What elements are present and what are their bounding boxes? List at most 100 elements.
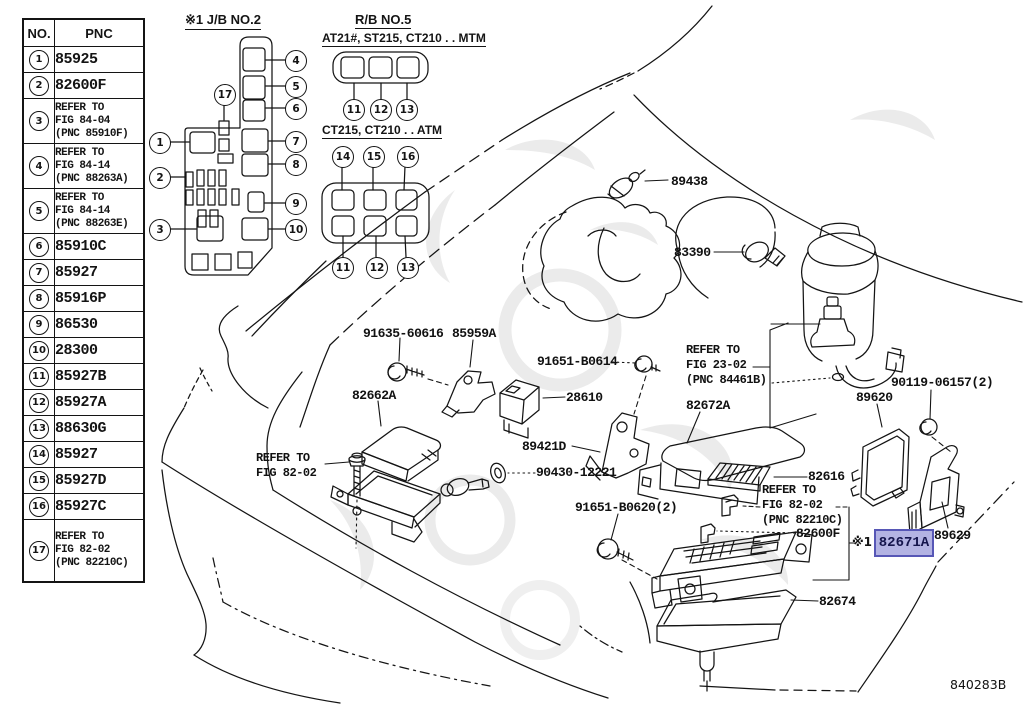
row-number-cell: 13: [22, 415, 55, 442]
note-line: (PNC 84461B): [686, 373, 767, 387]
pnc-value-cell: 82600F: [54, 72, 145, 99]
jb-no2-schematic: [168, 36, 286, 276]
part-label-91635-60616[interactable]: 91635-60616: [363, 326, 444, 341]
cover-82662a-drawing: [361, 426, 442, 482]
part-label-82671a-highlighted[interactable]: 82671A: [874, 529, 934, 557]
row-number-cell: 4: [22, 143, 55, 189]
part-label-89620[interactable]: 89620: [856, 390, 893, 405]
rb-no5-mtm-subtitle: AT21#, ST215, CT210 . . MTM: [322, 31, 486, 47]
jb-no2-title: ※1 J/B NO.2: [185, 12, 261, 30]
highlight-marker: ※1: [852, 535, 873, 549]
row-number-badge: 1: [29, 49, 49, 70]
row-number-badge: 11: [29, 366, 49, 387]
callout-3: 3: [149, 219, 171, 241]
part-label-82616[interactable]: 82616: [808, 469, 845, 484]
pnc-value-cell: 85927D: [54, 467, 145, 494]
clip-82210c-drawing: [721, 494, 739, 517]
ecu-82662a-lower-drawing: [330, 470, 441, 543]
row-number-cell: 7: [22, 259, 55, 286]
row-number-badge: 5: [29, 201, 49, 222]
callout-6: 6: [285, 98, 307, 120]
part-label-83390[interactable]: 83390: [674, 245, 711, 260]
row-number-cell: 10: [22, 337, 55, 364]
pnc-ref-line: REFER TO: [55, 530, 104, 543]
pnc-ref-line: (PNC 82210C): [55, 556, 129, 569]
row-number-cell: 9: [22, 311, 55, 338]
pnc-value-cell: 85927C: [54, 493, 145, 520]
callout-17: 17: [214, 84, 236, 106]
part-label-82672a[interactable]: 82672A: [686, 398, 730, 413]
bolt-91651-b0614-drawing: [634, 355, 661, 373]
part-label-85959a[interactable]: 85959A: [452, 326, 496, 341]
callout-10: 10: [285, 219, 307, 241]
note-line: FIG 82-02: [256, 466, 317, 480]
pnc-value-cell: 85927: [54, 441, 145, 468]
callout-8: 8: [285, 154, 307, 176]
callout-16: 16: [397, 146, 419, 168]
part-label-89421d[interactable]: 89421D: [522, 439, 566, 454]
row-number-badge: 14: [29, 444, 49, 465]
part-label-82662a[interactable]: 82662A: [352, 388, 396, 403]
part-label-82600f[interactable]: 82600F: [796, 526, 840, 541]
bolt-91635-60616-drawing: [387, 362, 425, 382]
row-number-badge: 2: [29, 75, 49, 96]
part-label-90119-06157(2)[interactable]: 90119-06157(2): [891, 375, 994, 390]
pnc-table-header-row: NO. PNC: [22, 18, 145, 47]
callout-9: 9: [285, 193, 307, 215]
part-label-28610[interactable]: 28610: [566, 390, 603, 405]
callout-13: 13: [397, 257, 419, 279]
reservoir-drawing: [801, 222, 905, 389]
row-number-badge: 10: [29, 340, 49, 361]
part-label-89438[interactable]: 89438: [671, 174, 708, 189]
part-label-91651-b0614[interactable]: 91651-B0614: [537, 354, 618, 369]
part-label-89629[interactable]: 89629: [934, 528, 971, 543]
row-number-cell: 16: [22, 493, 55, 520]
row-number-badge: 17: [29, 540, 49, 561]
row-number-cell: 8: [22, 285, 55, 312]
part-label-91651-b0620(2)[interactable]: 91651-B0620(2): [575, 500, 678, 515]
pnc-ref-line: FIG 82-02: [55, 543, 110, 556]
sensor-83390-drawing: [675, 196, 786, 299]
row-number-badge: 13: [29, 418, 49, 439]
row-number-cell: 1: [22, 46, 55, 73]
pnc-value-cell: 88630G: [54, 415, 145, 442]
tray-82674-drawing: [656, 589, 797, 692]
callout-15: 15: [363, 146, 385, 168]
rb-no5-title: R/B NO.5: [355, 12, 412, 29]
pnc-value-cell: 86530: [54, 311, 145, 338]
part-label-90430-12221[interactable]: 90430-12221: [536, 465, 617, 480]
row-number-cell: 12: [22, 389, 55, 416]
pnc-ref-line: REFER TO: [55, 101, 104, 114]
part-label-82674[interactable]: 82674: [819, 594, 856, 609]
pnc-ref-line: FIG 84-04: [55, 114, 110, 127]
pnc-value-cell: 28300: [54, 337, 145, 364]
row-number-cell: 2: [22, 72, 55, 99]
pnc-ref-line: (PNC 88263E): [55, 217, 129, 230]
note-line: REFER TO: [762, 483, 816, 497]
drawing-code: 840283B: [950, 677, 1007, 692]
sensor-89422a-drawing: [440, 477, 490, 497]
col-header-pnc: PNC: [54, 18, 145, 47]
car-body-outline: [161, 5, 1023, 704]
